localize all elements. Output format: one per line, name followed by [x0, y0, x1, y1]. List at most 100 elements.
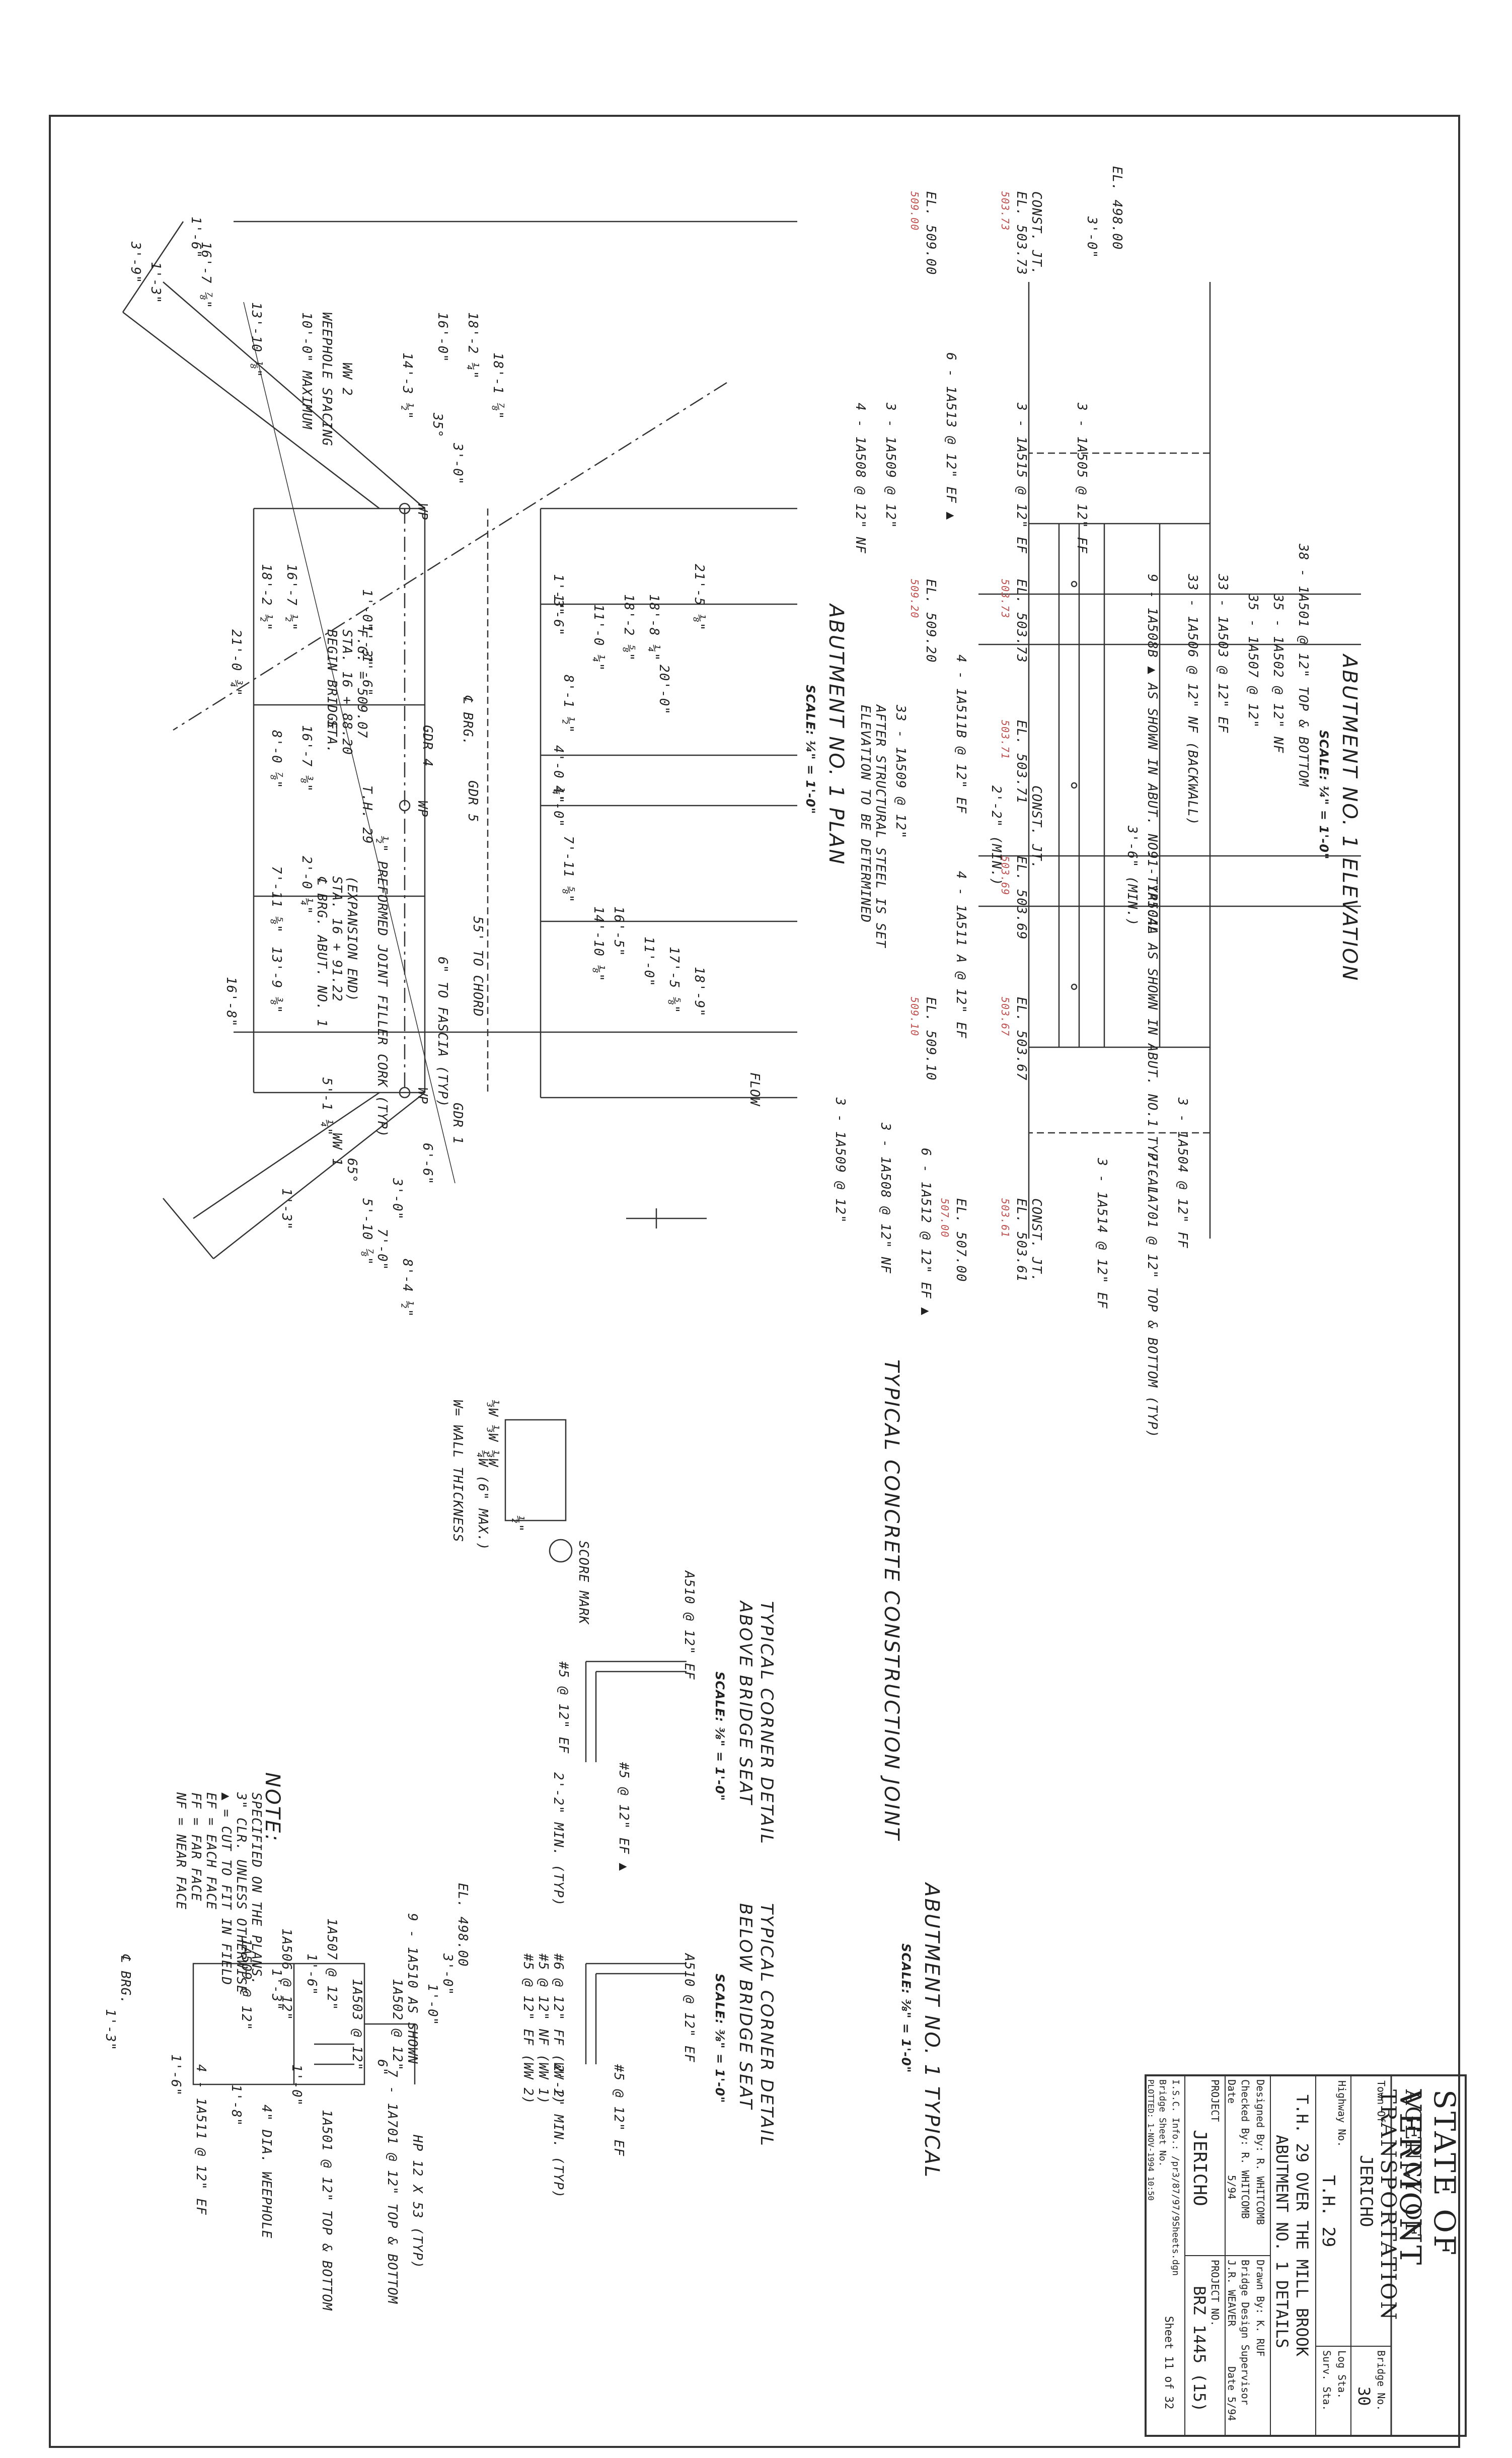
plan-wp-2: WP [415, 801, 430, 818]
typ-brg: ℄ BRG. [118, 1954, 133, 2004]
plan-gdr1: GDR 1 [450, 1103, 465, 1145]
plan-begin-bridge: BEGIN BRIDGE [324, 629, 339, 730]
typ-weep: 4" DIA. WEEPHOLE [259, 2105, 274, 2239]
plan-dim: 16'-8" [223, 977, 239, 1027]
corner-below-scale: SCALE: ⅜" = 1'-0" [713, 1974, 727, 2104]
note-line: SPECIFIED ON THE PLANS. [249, 1792, 264, 1986]
el-a507: 35 - 1A507 @ 12" [1245, 594, 1260, 729]
el-dim-30: 3'-0" [1084, 216, 1099, 259]
plan-dim: 7'-0" [374, 1228, 390, 1271]
plan-scale: SCALE: ¼" = 1'-0" [803, 685, 817, 815]
corner-above-scale: SCALE: ⅜" = 1'-0" [713, 1672, 727, 1801]
plan-dim: 1'-6" [188, 216, 203, 259]
typ-a507: 1A507 @ 12" [324, 1918, 339, 2011]
title-block-frame [1145, 2074, 1467, 2437]
plan-dim: 2'-0 ¼" [299, 856, 314, 915]
corner-below-title: TYPICAL CORNER DETAIL BELOW BRIDGE SEAT [735, 1903, 777, 2147]
tb-sheet: Sheet 11 of 32 [1162, 2316, 1175, 2410]
plan-fascia: 6" TO FASCIA (TYP) [435, 957, 450, 1108]
corner-below-a1: #5 @ 12" EF (WW 2) [520, 1954, 536, 2105]
tb-highway-label: Highway No. [1336, 2080, 1348, 2147]
corner-above-a510: A510 @ 12" EF [682, 1571, 697, 1680]
note-line: NF = NEAR FACE [173, 1792, 188, 1910]
el-const-jt-2: CONST. JT. [1029, 1198, 1044, 1282]
typical-scale: SCALE: ⅜" = 1'-0" [899, 1943, 913, 2073]
note-line: EF = EACH FACE [203, 1792, 218, 1910]
typ-d13b: 1'-3" [269, 1969, 284, 2011]
tb-sheet-no: Bridge Sheet No. [1157, 2079, 1168, 2167]
plan-dim: 18'-8 ¼" [646, 594, 661, 662]
el-a515: 3 - 1A515 @ 12" EF [1014, 403, 1029, 554]
el-50373: EL. 503.73 [1014, 191, 1029, 275]
corner-below-a5: #5 @ 12" EF [611, 2064, 626, 2157]
el-a504: 3 - 1A504 @ 12" FF [1175, 1098, 1190, 1249]
typ-a503: 1A503 @ 12" [349, 1979, 364, 2071]
plan-dim: 1'-6" [359, 655, 374, 697]
plan-dim: 3'-0" [390, 1178, 405, 1220]
el-50373b: EL. 503.73 [1014, 579, 1029, 663]
typ-a501: 1A501 @ 12" TOP & BOTTOM [319, 2110, 334, 2311]
plan-brg: ℄ BRG. [460, 695, 475, 746]
plan-dim: 18'-2 ⅝" [621, 594, 636, 662]
plan-gdr5: GDR 5 [465, 780, 480, 823]
plan-dim: 13'-10 ⅛" [249, 302, 264, 378]
plan-sta: STA. [324, 720, 339, 754]
tb-project-label: PROJECT [1209, 2079, 1221, 2122]
plan-dim: 11'-0 ¼" [591, 604, 606, 672]
red-mark: 509.20 [909, 579, 921, 619]
plan-dim: 16'-5" [611, 906, 626, 957]
corner-above-min: 2'-2" MIN. (TYP) [551, 1772, 566, 1907]
tb-project-no: BRZ 1445 (15) [1190, 2286, 1209, 2412]
detail-lines [192, 1419, 687, 2085]
plan-weephole: WEEPHOLE SPACING [319, 312, 334, 447]
plan-dim: 8'-0 ⅞" [269, 730, 284, 789]
tb-project-no-label: PROJECT NO. [1209, 2260, 1221, 2327]
joint-title: TYPICAL CONCRETE CONSTRUCTION JOINT [880, 1359, 903, 1841]
plan-dim: 1'-3" [279, 1188, 294, 1231]
plan-dim: 3'-0" [450, 443, 465, 485]
plan-chord: 55' TO CHORD [470, 916, 485, 1017]
typ-d18: 1'-8" [229, 2084, 244, 2127]
el-a511b: 4 - 1A511B @ 12" EF [953, 655, 968, 814]
joint-score: SCORE MARK [576, 1541, 591, 1625]
tb-date2: Date 5/94 [1226, 2366, 1238, 2421]
el-a508: 4 - 1A508 @ 12" NF [853, 403, 868, 554]
plan-dim: 1'-6" [551, 594, 566, 636]
tb-date: 5/94 [1226, 2175, 1238, 2200]
el-note-1: ELEVATION TO BE DETERMINED [858, 705, 873, 923]
plan-begin-sta: STA. 16 + 88.20 [339, 629, 354, 755]
typical-title: ABUTMENT NO. 1 TYPICAL [920, 1883, 943, 2179]
corner-below-min: 2'-2" MIN. (TYP) [551, 2064, 566, 2199]
plan-dim: 16'-7 ⅜" [299, 725, 314, 792]
tb-project-name: JERICHO [1189, 2130, 1210, 2206]
el-50367: EL. 503.67 [1014, 997, 1029, 1081]
el-a502: 35 - 1A502 @ 12" NF [1270, 594, 1286, 754]
tb-subject: T.H. 29 OVER THE MILL BROOK [1293, 2094, 1312, 2357]
typ-d13: 1'-3" [103, 2009, 118, 2051]
el-50361: EL. 503.61 [1014, 1198, 1029, 1282]
plan-flow: FLOW [747, 1072, 762, 1106]
plan-dim: 6'-6" [420, 1143, 435, 1185]
title-block: STATE OF VERMONT AGENCY OF TRANSPORTATIO… [1145, 2074, 1467, 2437]
elevation-title: ABUTMENT NO. 1 ELEVATION [1338, 655, 1361, 982]
el-50700: EL. 507.00 [953, 1198, 968, 1282]
typ-d30: 3'-0" [440, 1954, 455, 1996]
el-a701: 7 - 1A701 @ 12" TOP & BOTTOM (TYP) [1145, 1153, 1160, 1438]
tb-file-info: I.S.C. Info.: /pr3/87/97/9Sheets.dgn [1170, 2079, 1181, 2276]
plan-dim: 8'-1 ½" [561, 675, 576, 734]
tb-supervisor-name: J.R. WEAVER [1226, 2260, 1238, 2327]
red-mark: 507.00 [939, 1198, 951, 1238]
el-498: EL. 498.00 [1109, 166, 1124, 250]
red-mark: 503.73 [999, 191, 1011, 231]
typ-d6: 6" [374, 2059, 390, 2076]
plan-dim: 3'-9" [128, 242, 143, 284]
tb-surv-sta: Surv. Sta. [1321, 2350, 1333, 2411]
plan-joint-filler: ½" PREFORMED JOINT FILLER CORK (TYP) [374, 836, 390, 1138]
plan-wp-3: WP [415, 1088, 430, 1105]
el-a506: 33 - 1A506 @ 12" NF (BACKWALL) [1185, 574, 1200, 826]
plan-dim: 7'-11 ⅝" [561, 836, 576, 903]
plan-dim: 5'-1 ¼" [319, 1077, 334, 1136]
el-note-2: AFTER STRUCTURAL STEEL IS SET [873, 705, 888, 948]
el-a512: 6 - 1A512 @ 12" EF ▲ [918, 1148, 933, 1316]
